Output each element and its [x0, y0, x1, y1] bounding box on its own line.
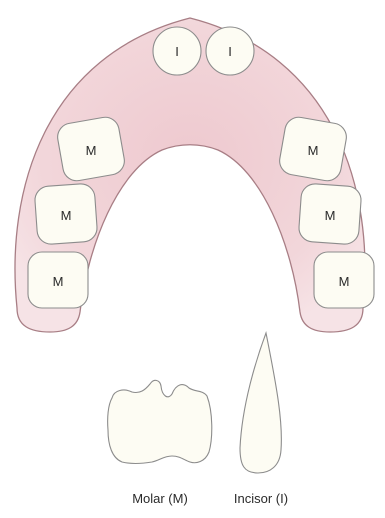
molar-tooth-right-3: M — [314, 252, 374, 308]
molar-label: M — [86, 143, 97, 158]
molar-tooth-left-2: M — [34, 183, 98, 245]
incisor-label: I — [175, 44, 179, 59]
molar-tooth-left-1: M — [55, 115, 126, 183]
molar-label: M — [308, 143, 319, 158]
incisor-caption: Incisor (I) — [234, 491, 288, 506]
incisor-label: I — [228, 44, 232, 59]
molar-tooth-right-2: M — [298, 183, 362, 245]
molar-caption: Molar (M) — [132, 491, 188, 506]
molar-label: M — [61, 208, 72, 223]
incisor-tooth-right: I — [206, 27, 254, 75]
incisor-tooth-left: I — [153, 27, 201, 75]
molar-tooth-right-1: M — [277, 115, 348, 183]
molar-illustration — [108, 380, 212, 463]
molar-tooth-left-3: M — [28, 252, 88, 308]
molar-label: M — [53, 274, 64, 289]
molar-label: M — [339, 274, 350, 289]
molar-label: M — [325, 208, 336, 223]
incisor-illustration — [240, 333, 281, 473]
